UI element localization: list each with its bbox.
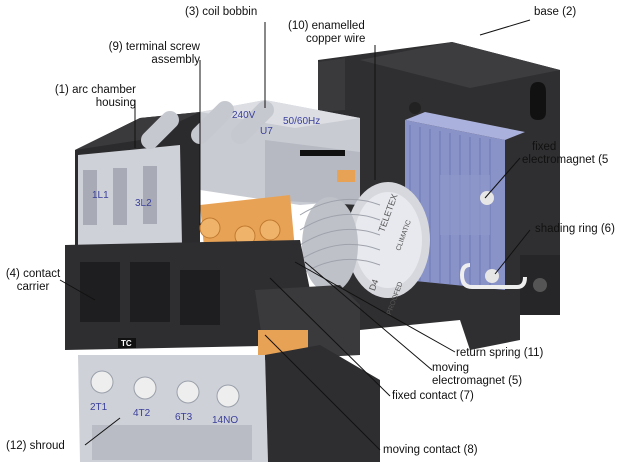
label-contact-carrier-line2: carrier [16, 281, 50, 293]
terminal-marking-6t3: 6T3 [175, 412, 193, 423]
terminal-marking-14no: 14NO [212, 415, 239, 426]
label-terminal-screw-line2: assembly [151, 54, 200, 66]
terminal-marking-3l2: 3L2 [135, 198, 152, 209]
terminal-marking-4t2: 4T2 [133, 408, 151, 419]
label-enamelled-line1: (10) enamelled [288, 20, 365, 32]
label-enamelled-line2: copper wire [306, 33, 366, 45]
label-base: base (2) [534, 6, 577, 18]
label-arc-chamber-line2: housing [95, 97, 136, 109]
label-arc-chamber-housing: (1) arc chamber housing [20, 84, 136, 110]
label-fixed-contact: fixed contact (7) [392, 390, 474, 402]
leader-lines [59, 19, 531, 451]
label-fixed-electromagnet-line1: fixed [532, 141, 557, 153]
label-shroud: (12) shroud [6, 440, 65, 452]
label-enamelled-copper-wire: (10) enamelled copper wire [288, 20, 365, 46]
coil-code-marking: U7 [260, 126, 273, 137]
label-terminal-screw-assembly: (9) terminal screw assembly [92, 41, 200, 67]
label-moving-electromagnet-line2: electromagnet (5) [432, 375, 523, 387]
label-moving-electromagnet-line1: moving [432, 362, 470, 374]
label-moving-electromagnet: moving electromagnet (5) [432, 362, 522, 388]
label-terminal-screw-line1: (9) terminal screw [108, 41, 200, 53]
label-return-spring: return spring (11) [456, 347, 544, 359]
coil-voltage-marking: 240V [232, 110, 256, 121]
terminal-marking-1l1: 1L1 [92, 190, 109, 201]
label-coil-bobbin: (3) coil bobbin [185, 6, 258, 18]
label-shading-ring: shading ring (6) [535, 223, 615, 235]
label-contact-carrier: (4) contact carrier [0, 268, 66, 294]
brand-logo-marking: TC [121, 339, 132, 348]
arc-chamber-housing [75, 101, 274, 250]
label-fixed-electromagnet-line2: electromagnet (5 [522, 154, 609, 166]
label-moving-contact: moving contact (8) [383, 444, 478, 456]
label-contact-carrier-line1: (4) contact [5, 268, 61, 280]
shroud [78, 345, 380, 462]
coil-frequency-marking: 50/60Hz [283, 116, 321, 127]
terminal-marking-2t1: 2T1 [90, 402, 108, 413]
shading-ring [459, 263, 527, 289]
label-fixed-electromagnet: fixed electromagnet (5 [522, 141, 608, 167]
coil-bobbin [200, 100, 360, 205]
label-arc-chamber-line1: (1) arc chamber [54, 84, 136, 96]
fixed-electromagnet-core [405, 112, 525, 290]
copper-wire-coil [299, 170, 430, 298]
